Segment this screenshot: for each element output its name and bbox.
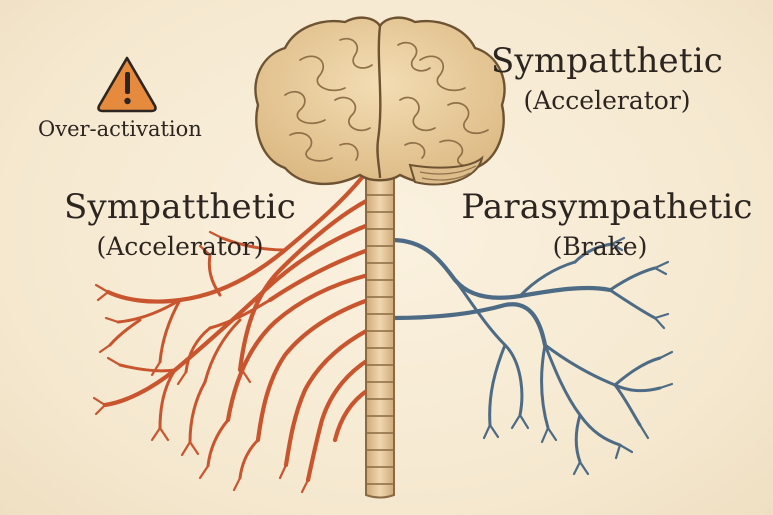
sympathetic-nerve-twig — [234, 368, 244, 386]
sympathetic-nerve-path — [255, 297, 371, 443]
sympathetic-nerve-path — [105, 167, 371, 304]
parasympathetic-nerve-branches — [389, 236, 674, 476]
sympathetic-nerve-path — [158, 298, 182, 364]
parasympathetic-nerve-twig — [638, 423, 650, 440]
sympathetic-nerve-path — [207, 253, 222, 297]
sympathetic-nerve-twig — [198, 464, 210, 480]
sympathetic-nerve-twig — [208, 230, 224, 240]
parasympathetic-nerve-path — [453, 278, 524, 417]
parasympathetic-nerve-twig — [658, 350, 674, 360]
sympathetic-nerve-twig — [150, 360, 162, 377]
sympathetic-nerve-path — [237, 197, 371, 373]
sympathetic-nerve-path — [267, 247, 371, 303]
parasympathetic-title: Parasympathetic — [461, 187, 753, 227]
parasympathetic-nerve-path — [540, 343, 550, 430]
sympathetic-nerve-path — [208, 298, 272, 330]
sympathetic-nerve-path — [225, 272, 371, 423]
sympathetic-nerve-twig — [92, 396, 107, 407]
parasympathetic-nerve-path — [543, 343, 622, 447]
parasympathetic-nerve-path — [488, 343, 507, 427]
sympathetic-nerve-path — [283, 327, 371, 468]
sympathetic-nerve-twig — [180, 440, 192, 457]
parasympathetic-nerve-twig — [540, 426, 550, 444]
sympathetic-nerve-path — [118, 363, 177, 373]
parasympathetic-nerve-twig — [653, 260, 670, 270]
parasympathetic-nerve-twig — [653, 266, 668, 276]
parasympathetic-nerve-twig — [653, 316, 666, 330]
parasympathetic-nerve-twig — [653, 312, 670, 320]
sympathetic-nerve-path — [332, 387, 371, 443]
parasympathetic-nerve-twig — [488, 423, 500, 439]
parasympathetic-nerve-path — [574, 413, 582, 464]
sympathetic-top-title: Sympatthetic — [490, 41, 724, 81]
parasympathetic-nerve-twig — [610, 242, 624, 252]
sympathetic-nerve-path — [238, 438, 260, 480]
parasympathetic-nerve-twig — [610, 236, 626, 246]
sympathetic-nerve-twig — [232, 476, 242, 492]
parasympathetic-nerve-twig — [510, 413, 522, 430]
parasympathetic-nerve-twig — [614, 443, 622, 460]
sympathetic-nerve-twig — [96, 290, 110, 302]
sympathetic-nerve-twig — [188, 440, 200, 456]
sympathetic-nerve-path — [188, 380, 207, 444]
parasympathetic-nerve-path — [518, 260, 577, 298]
sympathetic-nerve-twig — [98, 343, 112, 354]
sympathetic-top-subtitle: (Accelerator) — [523, 86, 691, 115]
sympathetic-nerve-path — [116, 298, 182, 324]
sympathetic-nerve-twig — [158, 426, 170, 442]
parasympathetic-nerve-path — [573, 242, 614, 264]
parasympathetic-nerve-twig — [572, 460, 582, 476]
parasympathetic-nerve-path — [608, 266, 657, 292]
parasympathetic-nerve-path — [389, 302, 548, 348]
sympathetic-nerve-twig — [150, 426, 162, 442]
parasympathetic-nerve-path — [389, 237, 613, 300]
parasympathetic-nerve-twig — [482, 423, 492, 440]
sympathetic-nerve-twig — [240, 368, 252, 384]
sympathetic-nerve-branches — [92, 167, 371, 494]
parasympathetic-nerve-twig — [578, 460, 590, 476]
parasympathetic-nerve-twig — [618, 443, 634, 454]
parasympathetic-nerve-twig — [546, 426, 558, 442]
sympathetic-nerve-path — [220, 236, 287, 252]
sympathetic-nerve-twig — [94, 403, 107, 416]
parasympathetic-nerve-twig — [658, 382, 674, 390]
sympathetic-nerve-twig — [198, 244, 212, 257]
warning-label: Over-activation — [38, 117, 202, 141]
sympathetic-nerve-path — [108, 318, 142, 347]
sympathetic-nerve-twig — [300, 478, 310, 494]
brain — [254, 16, 506, 186]
sympathetic-nerve-path — [158, 368, 177, 430]
parasympathetic-nerve-path — [613, 356, 662, 387]
sympathetic-nerve-path — [305, 357, 371, 483]
sympathetic-nerve-twig — [94, 283, 110, 294]
sympathetic-nerve-twig — [278, 463, 288, 480]
parasympathetic-nerve-twig — [518, 413, 530, 430]
sympathetic-left-subtitle: (Accelerator) — [96, 232, 264, 261]
parasympathetic-nerve-path — [608, 288, 657, 320]
sympathetic-left-title: Sympatthetic — [63, 187, 297, 227]
sympathetic-nerve-twig — [106, 356, 122, 367]
sympathetic-nerve-path — [184, 326, 212, 374]
sympathetic-nerve-path — [203, 318, 242, 384]
warning-icon — [97, 56, 157, 113]
sympathetic-nerve-twig — [104, 316, 120, 324]
parasympathetic-subtitle: (Brake) — [552, 232, 648, 261]
sympathetic-nerve-twig — [176, 370, 188, 386]
sympathetic-nerve-path — [206, 418, 230, 468]
parasympathetic-nerve-path — [613, 383, 642, 427]
spinal-cord — [365, 159, 395, 499]
